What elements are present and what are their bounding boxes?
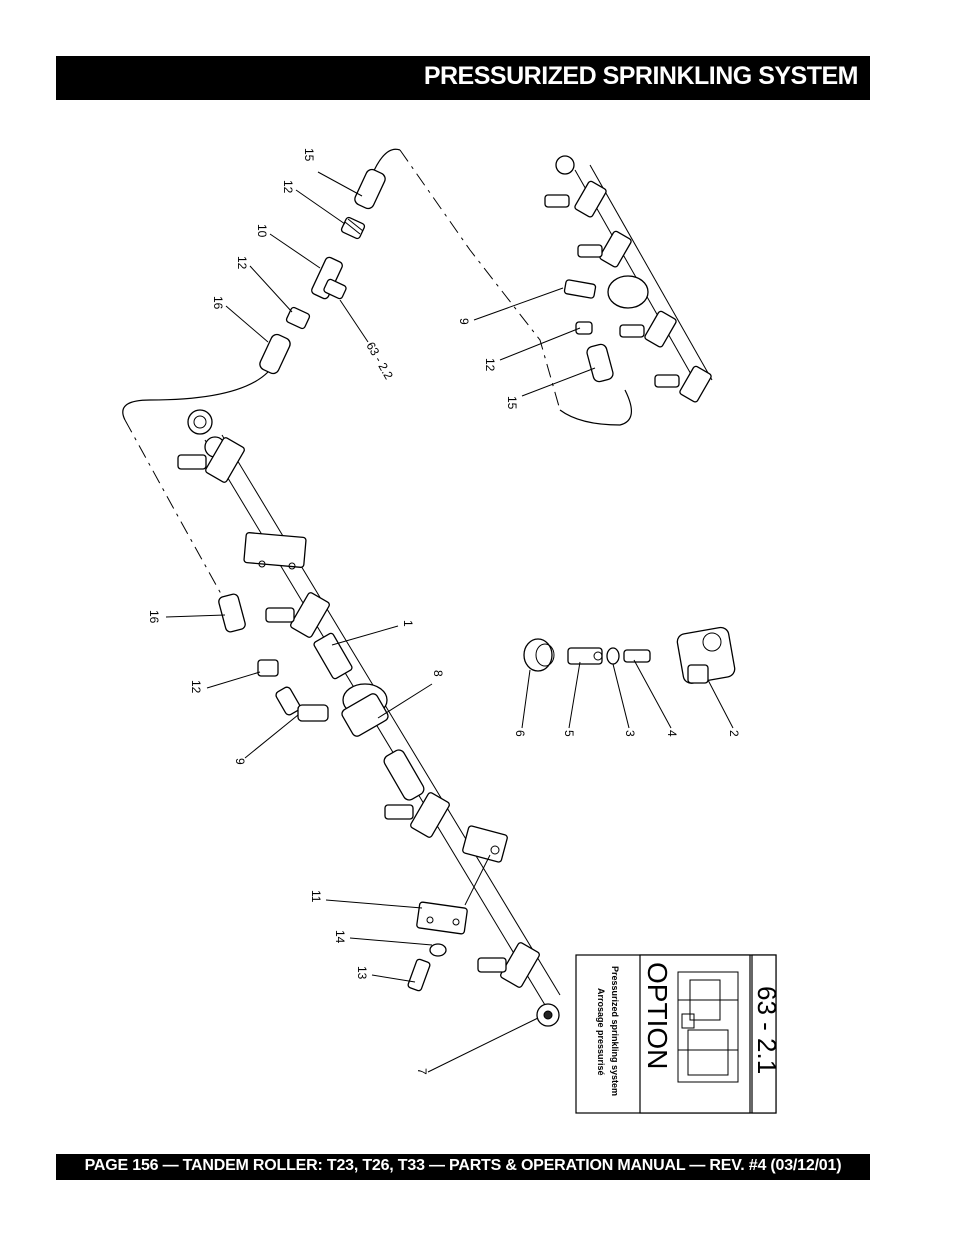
clamp-12-middle <box>285 306 311 330</box>
tee-fitting-10 <box>311 256 347 300</box>
callout-7: 7 <box>415 1068 429 1075</box>
roller-machine-illustration <box>677 971 739 1083</box>
callout-8: 8 <box>431 670 445 677</box>
callout-11: 11 <box>309 890 323 903</box>
left-dash-line <box>124 419 231 611</box>
callout-12-upper-right: 12 <box>483 358 497 372</box>
callout-6: 6 <box>513 730 527 737</box>
clamp-12-upper <box>340 216 366 240</box>
callout-15-upper: 15 <box>302 148 316 162</box>
option-info-box: 63 - 2.1 OPTION Pressurized sprinkling s… <box>575 954 782 1114</box>
main-spray-bar <box>177 409 561 1027</box>
option-section-number: 63 - 2.1 <box>752 986 782 1074</box>
leader-lines <box>165 171 734 1073</box>
callout-10: 10 <box>255 224 269 238</box>
clamp-12-lower <box>257 659 279 677</box>
callout-12-lower: 12 <box>189 680 203 694</box>
callout-63-2-2: 63 - 2.2 <box>363 340 396 383</box>
callout-16-lower: 16 <box>147 610 161 624</box>
callout-9-upper: 9 <box>457 318 471 325</box>
callout-12-upper: 12 <box>281 180 295 194</box>
callout-1: 1 <box>401 620 415 627</box>
option-word: OPTION <box>642 962 673 1069</box>
hose-segment-16-lower <box>218 593 246 633</box>
callout-12-middle: 12 <box>235 256 249 270</box>
callout-4: 4 <box>665 730 679 737</box>
callout-3: 3 <box>623 730 637 737</box>
callout-2: 2 <box>727 730 741 737</box>
footer-bar: PAGE 156 — TANDEM ROLLER: T23, T26, T33 … <box>56 1154 870 1180</box>
callout-13: 13 <box>355 966 369 980</box>
option-caption-en: Pressurized sprinkling system <box>610 966 620 1096</box>
hose-segment-15-upper <box>354 168 386 210</box>
hose-segment-16-upper <box>259 333 291 375</box>
elbow-9-lower <box>275 686 329 722</box>
left-hose-loop <box>122 371 269 421</box>
upper-dash-line <box>399 149 561 411</box>
callout-5: 5 <box>562 730 576 737</box>
nozzle-assembly-exploded <box>523 626 736 684</box>
page-footer: PAGE 156 — TANDEM ROLLER: T23, T26, T33 … <box>84 1157 842 1174</box>
callout-15-upper-right: 15 <box>505 396 519 410</box>
upper-right-hose <box>559 389 632 426</box>
callout-16-upper: 16 <box>211 296 225 310</box>
header-bar: PRESSURIZED SPRINKLING SYSTEM <box>56 56 870 100</box>
upper-spray-bar <box>544 155 713 403</box>
callout-9-lower: 9 <box>233 758 247 765</box>
option-caption-fr: Arrosage pressurisé <box>596 988 606 1076</box>
callout-14: 14 <box>333 930 347 944</box>
page-title: PRESSURIZED SPRINKLING SYSTEM <box>423 62 859 90</box>
